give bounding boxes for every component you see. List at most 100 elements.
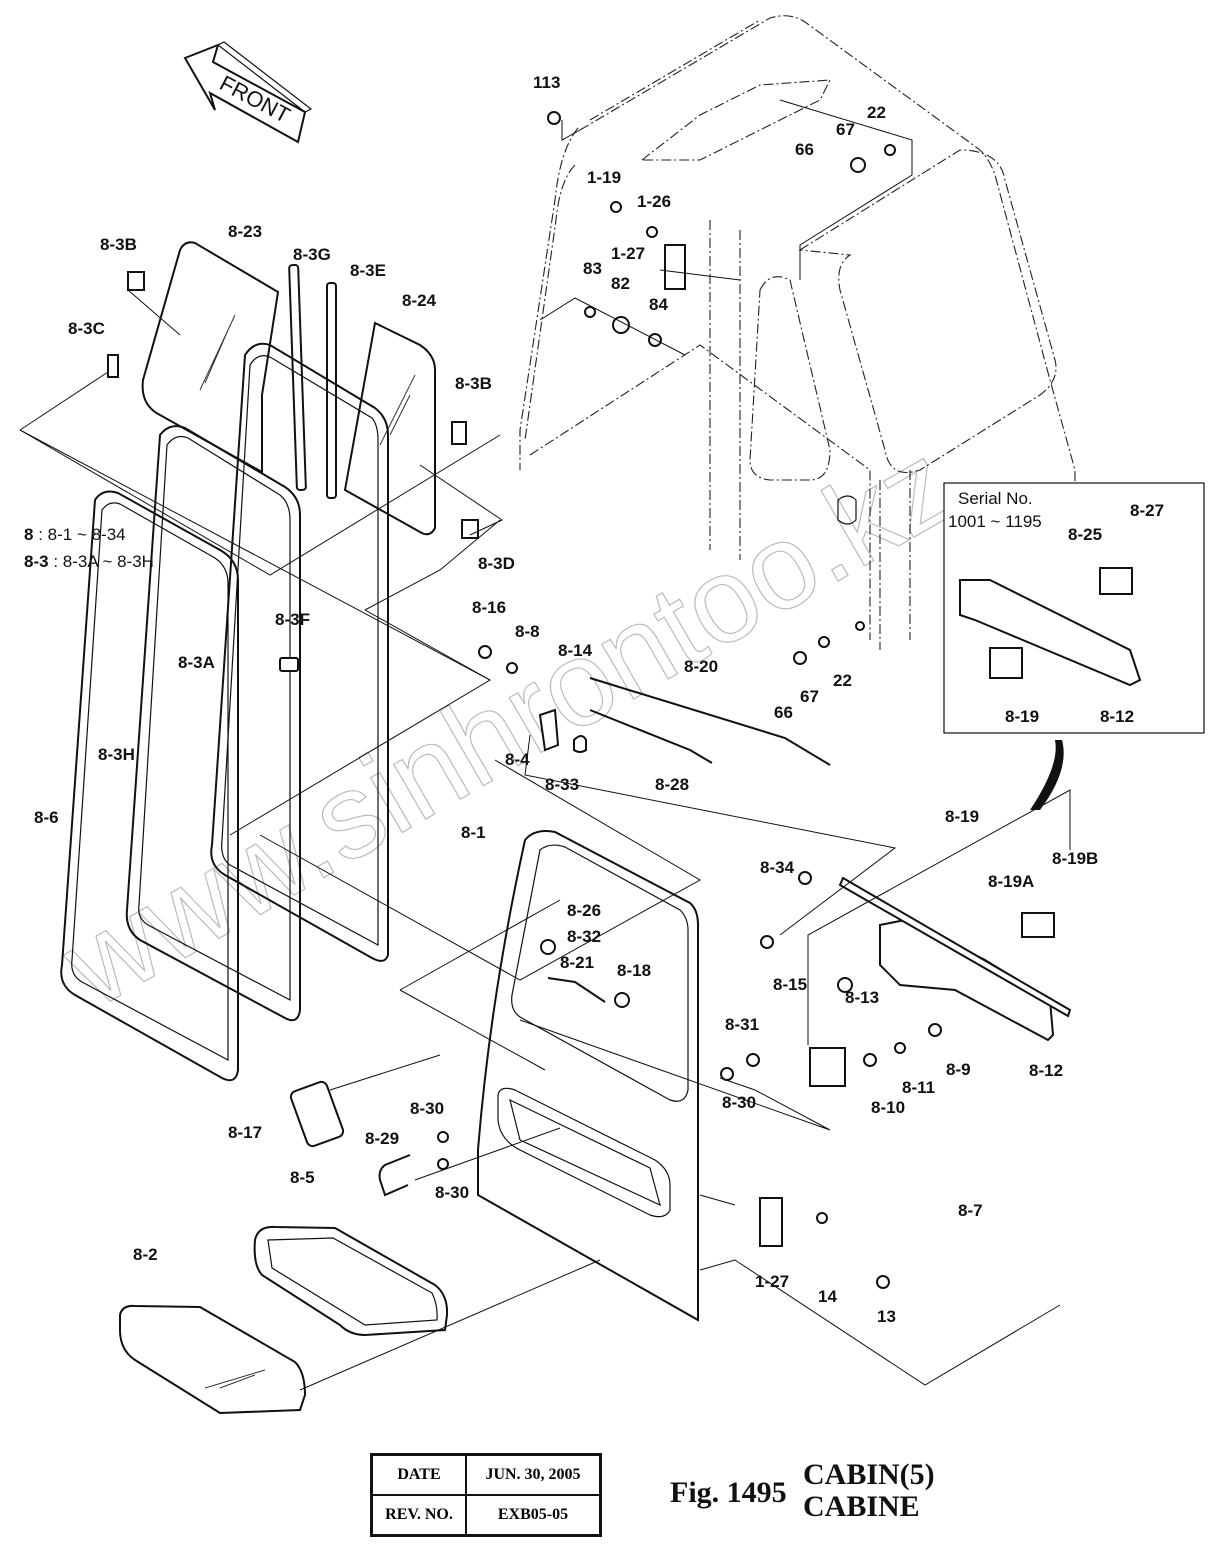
callout-8-14: 8-14 bbox=[558, 641, 593, 660]
part-8-5-seal[interactable] bbox=[253, 1225, 449, 1337]
fastener-icon[interactable] bbox=[928, 1023, 942, 1037]
fastener-icon[interactable] bbox=[863, 1053, 877, 1067]
fastener-icon[interactable] bbox=[478, 645, 492, 659]
part-8-21-rod[interactable] bbox=[547, 977, 606, 1003]
cabin-frame bbox=[519, 15, 1076, 650]
callout-8-3G: 8-3G bbox=[293, 245, 331, 264]
fastener-icon[interactable] bbox=[610, 201, 622, 213]
inset-callout-8-27: 8-27 bbox=[1130, 501, 1164, 520]
inset-callout-8-19: 8-19 bbox=[1005, 707, 1039, 726]
fastener-icon[interactable] bbox=[612, 316, 630, 334]
callout-8-7: 8-7 bbox=[958, 1201, 983, 1220]
part-8-19A-plate[interactable] bbox=[1021, 912, 1055, 938]
fastener-icon[interactable] bbox=[793, 651, 807, 665]
fastener-icon[interactable] bbox=[798, 871, 812, 885]
part-8-6-seal[interactable] bbox=[60, 490, 239, 1082]
fastener-icon[interactable] bbox=[547, 111, 561, 125]
fastener-icon[interactable] bbox=[540, 939, 556, 955]
part-8-24-glass[interactable] bbox=[343, 321, 436, 536]
fastener-icon[interactable] bbox=[437, 1158, 449, 1170]
fastener-icon[interactable] bbox=[876, 1275, 890, 1289]
part-8-14-latch[interactable] bbox=[538, 708, 560, 752]
inset-callout-8-12: 8-12 bbox=[1100, 707, 1134, 726]
group-note-8-key: 8 bbox=[24, 525, 33, 544]
date-value: JUN. 30, 2005 bbox=[465, 1453, 602, 1496]
part-8-28-rod[interactable] bbox=[589, 709, 713, 764]
date-label: DATE bbox=[370, 1453, 467, 1496]
part-8-33-clip[interactable] bbox=[573, 735, 587, 753]
rev-label: REV. NO. bbox=[370, 1494, 467, 1537]
group-note-8-range: : 8-1 ~ 8-34 bbox=[38, 525, 125, 544]
part-8-3A-seal[interactable] bbox=[210, 342, 389, 962]
part-8-3G-strip[interactable] bbox=[288, 263, 307, 491]
callout-8-13: 8-13 bbox=[845, 988, 879, 1007]
callout-8-18: 8-18 bbox=[617, 961, 651, 980]
part-1-27-hinge[interactable] bbox=[759, 1197, 783, 1247]
part-8-23-glass[interactable] bbox=[141, 241, 280, 474]
callout-labels: 1132267661-191-261-278382848-3B8-238-3G8… bbox=[34, 73, 1098, 1326]
part-8-2-glass[interactable] bbox=[119, 1304, 307, 1415]
callout-8-26: 8-26 bbox=[567, 901, 601, 920]
fastener-icon[interactable] bbox=[837, 977, 853, 993]
callout-8-5: 8-5 bbox=[290, 1168, 315, 1187]
part-8-7-strip[interactable] bbox=[838, 876, 1072, 1018]
callout-66: 66 bbox=[795, 140, 814, 159]
part-8-3C-clip[interactable] bbox=[107, 354, 119, 378]
part-8-3B-clip-2[interactable] bbox=[451, 421, 467, 445]
serial-label: Serial No. bbox=[958, 489, 1033, 508]
callout-8-2: 8-2 bbox=[133, 1245, 158, 1264]
callout-8-11: 8-11 bbox=[902, 1078, 935, 1097]
fastener-icon[interactable] bbox=[720, 1067, 734, 1081]
fastener-icon[interactable] bbox=[816, 1212, 828, 1224]
part-8-3D-clip[interactable] bbox=[461, 519, 479, 539]
callout-84: 84 bbox=[649, 295, 668, 314]
fastener-icon[interactable] bbox=[818, 636, 830, 648]
inset-callout-8-25: 8-25 bbox=[1068, 525, 1102, 544]
callout-22: 22 bbox=[867, 103, 886, 122]
callout-83: 83 bbox=[583, 259, 602, 278]
callout-8-17: 8-17 bbox=[228, 1123, 262, 1142]
fastener-icon[interactable] bbox=[646, 226, 658, 238]
callout-8-12: 8-12 bbox=[1029, 1061, 1063, 1080]
callout-8-32: 8-32 bbox=[567, 927, 601, 946]
callout-8-3H: 8-3H bbox=[98, 745, 135, 764]
callout-1-26: 1-26 bbox=[637, 192, 671, 211]
fastener-icon[interactable] bbox=[437, 1131, 449, 1143]
callout-8-3B: 8-3B bbox=[100, 235, 137, 254]
part-8-3F-block[interactable] bbox=[279, 657, 299, 672]
callout-8-10: 8-10 bbox=[871, 1098, 905, 1117]
part-8-17-handle[interactable] bbox=[289, 1080, 345, 1148]
part-8-29-handle[interactable] bbox=[378, 1154, 411, 1197]
callout-8-23: 8-23 bbox=[228, 222, 262, 241]
fastener-icon[interactable] bbox=[894, 1042, 906, 1054]
part-8-20-rod[interactable] bbox=[589, 677, 831, 766]
callout-8-3B: 8-3B bbox=[455, 374, 492, 393]
callout-82: 82 bbox=[611, 274, 630, 293]
callout-8-24: 8-24 bbox=[402, 291, 437, 310]
fastener-icon[interactable] bbox=[884, 144, 896, 156]
part-8-19-latch[interactable] bbox=[809, 1047, 846, 1087]
serial-range: 1001 ~ 1195 bbox=[948, 512, 1042, 531]
part-8-3E-strip[interactable] bbox=[326, 282, 337, 499]
fastener-icon[interactable] bbox=[584, 306, 596, 318]
callout-8-31: 8-31 bbox=[725, 1015, 759, 1034]
callout-8-3F: 8-3F bbox=[275, 610, 310, 629]
fastener-icon[interactable] bbox=[855, 621, 865, 631]
figure-number: Fig. 1495 bbox=[670, 1476, 787, 1509]
fastener-icon[interactable] bbox=[614, 992, 630, 1008]
part-1-27-hinge-top[interactable] bbox=[664, 244, 686, 290]
fastener-icon[interactable] bbox=[746, 1053, 760, 1067]
part-8-3B-clip[interactable] bbox=[127, 271, 145, 291]
callout-8-4: 8-4 bbox=[505, 750, 530, 769]
fastener-icon[interactable] bbox=[506, 662, 518, 674]
callout-8-34: 8-34 bbox=[760, 858, 795, 877]
part-8-3H-seal[interactable] bbox=[125, 425, 301, 1022]
callout-8-6: 8-6 bbox=[34, 808, 59, 827]
callout-8-1: 8-1 bbox=[461, 823, 486, 842]
fastener-icon[interactable] bbox=[850, 157, 866, 173]
callout-1-27: 1-27 bbox=[755, 1272, 789, 1291]
fastener-icon[interactable] bbox=[760, 935, 774, 949]
callout-8-8: 8-8 bbox=[515, 622, 540, 641]
